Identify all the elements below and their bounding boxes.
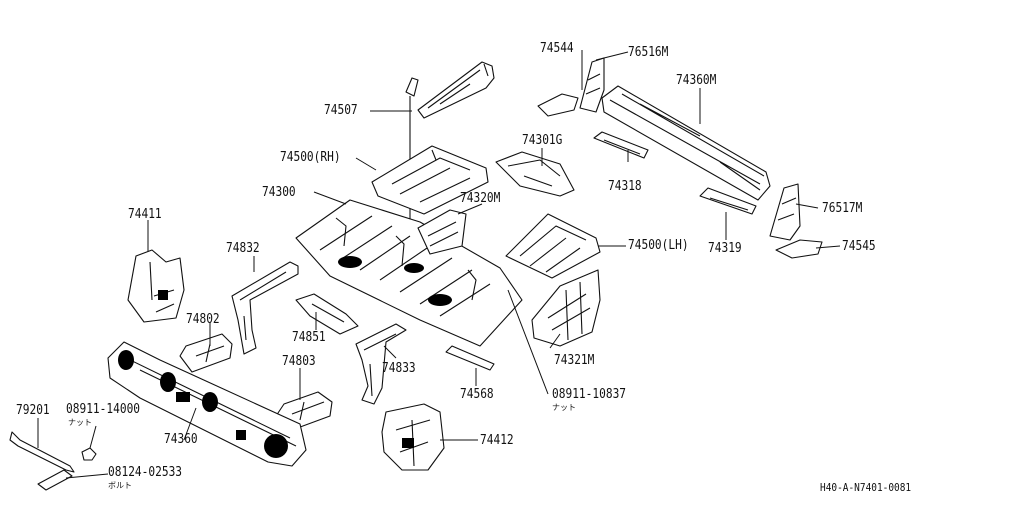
label-74318: 74318 — [608, 179, 642, 194]
label-79201: 79201 — [16, 403, 50, 418]
label-08124-02533: 08124-02533 — [108, 465, 183, 480]
part-74544-76516m — [537, 57, 605, 117]
sublabel-bolt: ボルト — [108, 481, 132, 490]
part-74412 — [381, 403, 445, 471]
label-74803: 74803 — [282, 354, 316, 369]
label-74802: 74802 — [186, 312, 220, 327]
label-74544: 74544 — [540, 41, 574, 56]
part-74300-floor — [295, 199, 523, 347]
label-08911-14000: 08911-14000 — [66, 402, 141, 417]
label-74360m: 74360M — [676, 73, 717, 88]
drawing-code: H40-A-N7401-0081 — [820, 481, 912, 494]
label-74832: 74832 — [226, 241, 260, 256]
part-74318 — [593, 131, 649, 159]
sublabel-nut-1: ナット — [552, 403, 576, 412]
label-74300: 74300 — [262, 185, 296, 200]
label-74360: 74360 — [164, 432, 198, 447]
part-74851 — [295, 293, 359, 335]
part-74301g — [495, 151, 575, 197]
label-08911-10837: 08911-10837 — [552, 387, 627, 402]
label-74568: 74568 — [460, 387, 494, 402]
leader-lines — [37, 50, 841, 479]
part-76517m-74545 — [769, 183, 823, 259]
label-74321m: 74321M — [554, 353, 595, 368]
part-74360-rear-member — [107, 341, 307, 467]
part-74411 — [127, 249, 185, 323]
label-74507: 74507 — [324, 103, 358, 118]
label-74833: 74833 — [382, 361, 416, 376]
part-74321m — [531, 269, 601, 347]
label-74851: 74851 — [292, 330, 326, 345]
label-76517m: 76517M — [822, 201, 863, 216]
label-74412: 74412 — [480, 433, 514, 448]
part-74833 — [355, 323, 407, 405]
part-74832 — [231, 261, 299, 355]
part-74802 — [179, 333, 233, 373]
sublabel-nut-2: ナット — [68, 418, 92, 427]
part-74360m — [601, 85, 771, 201]
part-74500-rh — [371, 145, 489, 215]
label-74545: 74545 — [842, 239, 876, 254]
label-76516m: 76516M — [628, 45, 669, 60]
label-74500-lh: 74500(LH) — [628, 238, 689, 253]
part-74500-lh — [505, 213, 601, 279]
label-74320m: 74320M — [460, 191, 501, 206]
label-74411: 74411 — [128, 207, 162, 222]
label-74301g: 74301G — [522, 133, 563, 148]
part-74320m — [417, 209, 467, 255]
label-74319: 74319 — [708, 241, 742, 256]
part-79201-fasteners — [9, 431, 97, 491]
part-74319 — [699, 187, 757, 215]
part-74568 — [445, 345, 495, 371]
label-74500-rh: 74500(RH) — [280, 150, 341, 165]
